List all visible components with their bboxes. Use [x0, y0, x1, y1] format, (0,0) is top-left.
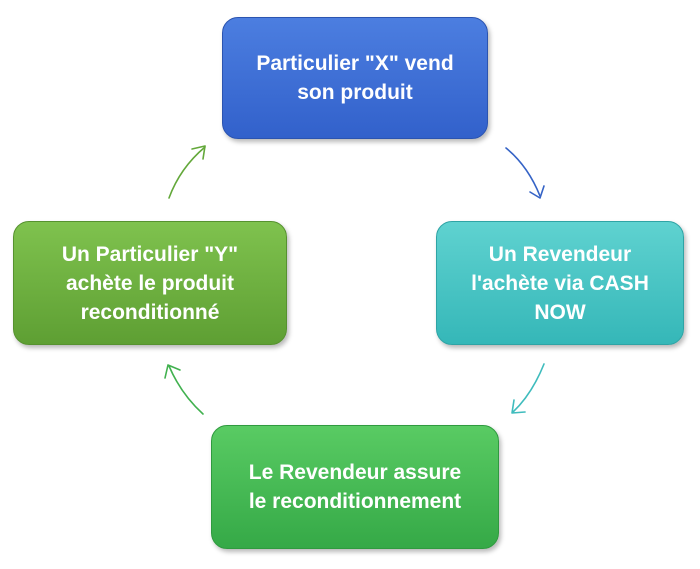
step-reseller-refurbishes-line2: le reconditionnement: [248, 490, 462, 513]
step-buyer-purchases-line3: reconditionné: [80, 300, 220, 324]
arrow-left-to-top: [168, 145, 206, 199]
arrow-right-to-bottom: [511, 363, 545, 414]
step-seller-sells-line1: Particulier "X" vend: [256, 52, 454, 75]
step-reseller-buys-line1: Un Revendeur: [488, 242, 632, 266]
arrow-bottom-to-left: [164, 364, 204, 415]
step-buyer-purchases-line1: Un Particulier "Y": [61, 242, 239, 266]
step-seller-sells-line2: son produit: [297, 81, 413, 104]
step-seller-sells: Particulier "X" vend son produit: [222, 17, 488, 139]
step-reseller-buys-line2: l'achète via CASH: [471, 271, 649, 295]
step-buyer-purchases: Un Particulier "Y" achète le produit rec…: [13, 221, 287, 345]
step-reseller-buys-line3: NOW: [534, 300, 586, 324]
step-buyer-purchases-line2: achète le produit: [65, 271, 234, 295]
step-reseller-refurbishes: Le Revendeur assure le reconditionnement: [211, 425, 499, 549]
arrow-top-to-right: [505, 147, 545, 199]
step-reseller-buys: Un Revendeur l'achète via CASH NOW: [436, 221, 684, 345]
step-reseller-refurbishes-line1: Le Revendeur assure: [248, 461, 462, 484]
